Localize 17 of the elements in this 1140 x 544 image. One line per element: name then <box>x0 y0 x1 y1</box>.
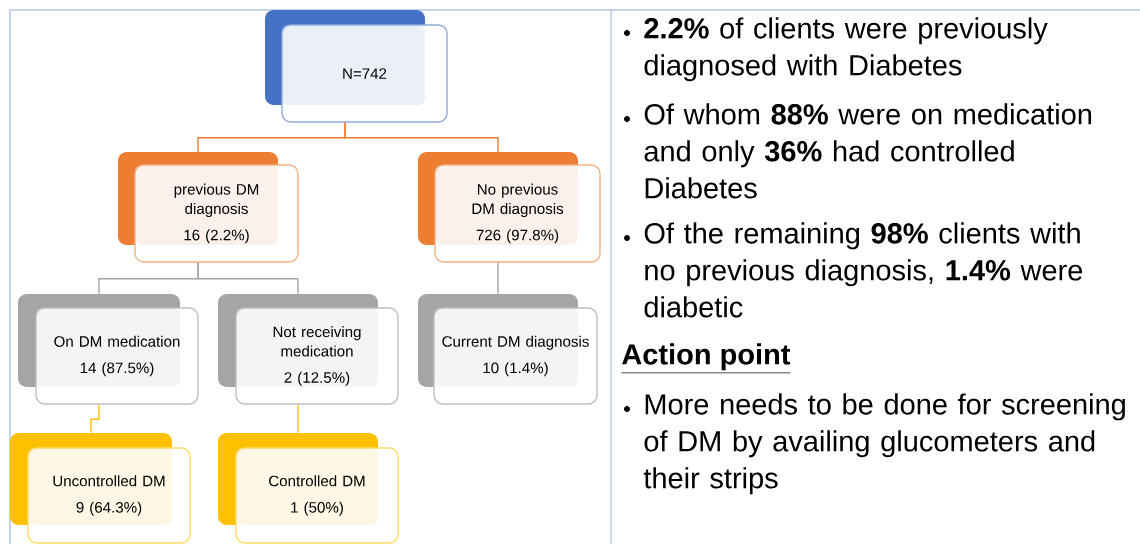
node-box: N=742 <box>265 10 448 123</box>
connector-line <box>197 262 299 295</box>
node-box: Controlled DM 1 (50%) <box>218 433 399 544</box>
connector-line <box>297 404 299 434</box>
node-box: Uncontrolled DM 9 (64.3%) <box>10 433 191 544</box>
node-box: Not receiving medication 2 (12.5%) <box>218 294 399 405</box>
bullet-text: More needs to be done for screening of DM by availing glucometers and their strips <box>643 393 1125 495</box>
bullet-text: Of the remaining 98% clients with no previous diagnosis, 1.4% were diabetic <box>644 222 1083 318</box>
bullet-text: 2.2% of clients were previously diagnosed with Diabetes <box>644 17 1048 82</box>
connector-line <box>90 404 100 434</box>
node-box: On DM medication 14 (87.5%) <box>18 294 199 405</box>
node-box: previous DM diagnosis 16 (2.2%) <box>118 152 299 263</box>
connector-line <box>344 122 499 153</box>
section-heading: Action point <box>621 343 791 374</box>
node-box: Current DM diagnosis 10 (1.4%) <box>418 294 598 405</box>
connector-line <box>497 262 499 295</box>
node-box: No previous DM diagnosis 726 (97.8%) <box>418 152 601 263</box>
